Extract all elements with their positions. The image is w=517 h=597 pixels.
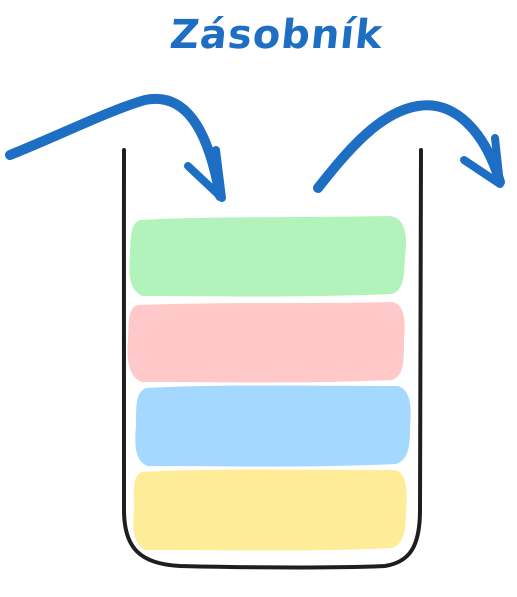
stack-item-3 <box>135 385 411 467</box>
stack-container <box>121 148 423 570</box>
stack-item-2 <box>127 302 405 383</box>
stack-item-1 <box>129 216 406 297</box>
pop-arrow-icon <box>313 100 505 193</box>
push-arrow-icon <box>5 93 226 202</box>
stack-layers <box>127 216 411 551</box>
stack-item-4 <box>133 469 407 551</box>
